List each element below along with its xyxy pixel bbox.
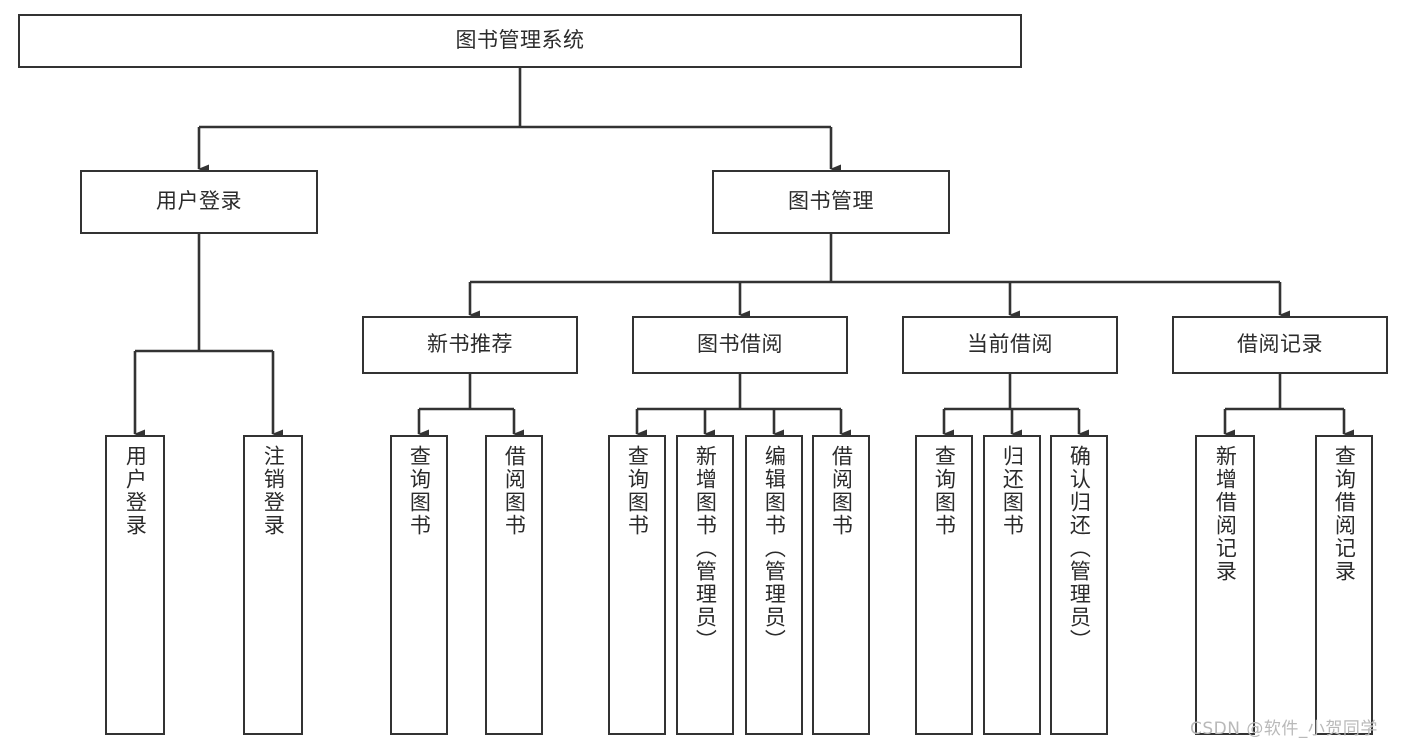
node-records[interactable]: 借阅记录 [1172, 316, 1388, 374]
node-label: 新书推荐 [427, 332, 513, 357]
node-label: 确认归还（管理员） [1067, 445, 1092, 652]
node-label: 当前借阅 [967, 332, 1053, 357]
node-l-add[interactable]: 新增图书（管理员） [676, 435, 734, 735]
node-current[interactable]: 当前借阅 [902, 316, 1118, 374]
node-label: 查询图书 [625, 445, 650, 537]
node-root[interactable]: 图书管理系统 [18, 14, 1022, 68]
node-label: 查询图书 [932, 445, 957, 537]
watermark: CSDN @软件_小贺同学 [1190, 719, 1378, 739]
node-label: 归还图书 [1000, 445, 1025, 537]
node-login[interactable]: 用户登录 [80, 170, 318, 234]
node-borrow[interactable]: 图书借阅 [632, 316, 848, 374]
node-l-qrec[interactable]: 查询借阅记录 [1315, 435, 1373, 735]
node-l-q1[interactable]: 查询图书 [390, 435, 448, 735]
node-newrec[interactable]: 新书推荐 [362, 316, 578, 374]
node-l-confirm[interactable]: 确认归还（管理员） [1050, 435, 1108, 735]
node-label: 图书管理 [788, 189, 874, 214]
node-label: 图书借阅 [697, 332, 783, 357]
node-label: 查询图书 [407, 445, 432, 537]
node-l-addrec[interactable]: 新增借阅记录 [1195, 435, 1255, 735]
node-label: 新增图书（管理员） [693, 445, 718, 652]
node-label: 编辑图书（管理员） [762, 445, 787, 652]
node-label: 注销登录 [261, 445, 286, 537]
node-label: 图书管理系统 [455, 28, 585, 53]
node-l-b1[interactable]: 借阅图书 [485, 435, 543, 735]
node-bookmgmt[interactable]: 图书管理 [712, 170, 950, 234]
node-l-login[interactable]: 用户登录 [105, 435, 165, 735]
node-label: 借阅图书 [829, 445, 854, 537]
node-l-b2[interactable]: 借阅图书 [812, 435, 870, 735]
node-label: 新增借阅记录 [1213, 445, 1238, 583]
node-label: 用户登录 [156, 189, 242, 214]
node-l-logout[interactable]: 注销登录 [243, 435, 303, 735]
node-label: 查询借阅记录 [1332, 445, 1357, 583]
edge-group [133, 68, 1354, 439]
node-l-q2[interactable]: 查询图书 [608, 435, 666, 735]
node-label: 借阅记录 [1237, 332, 1323, 357]
node-l-q3[interactable]: 查询图书 [915, 435, 973, 735]
node-l-return[interactable]: 归还图书 [983, 435, 1041, 735]
node-label: 用户登录 [123, 445, 148, 537]
node-label: 借阅图书 [502, 445, 527, 537]
node-l-edit[interactable]: 编辑图书（管理员） [745, 435, 803, 735]
